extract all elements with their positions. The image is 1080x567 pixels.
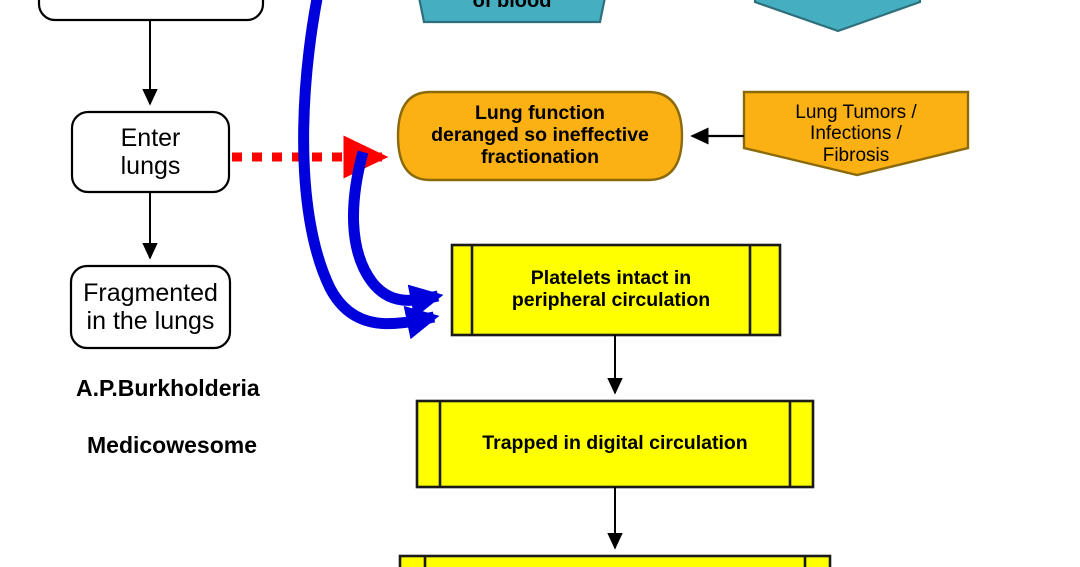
teal-chevron-shape bbox=[753, 0, 922, 33]
bottom-box bbox=[398, 554, 832, 567]
trapped-digital-box bbox=[415, 399, 815, 489]
of-blood-trapezoid bbox=[418, 0, 606, 24]
lung-function-hexagon bbox=[396, 90, 684, 182]
top-left-box bbox=[37, 0, 265, 22]
outer-blue-curve-arrow bbox=[298, 0, 440, 340]
source-caption: Medicowesome bbox=[87, 432, 257, 458]
enter-lungs-box bbox=[70, 110, 231, 194]
fragmented-in-lungs-box bbox=[69, 264, 232, 350]
author-caption: A.P.Burkholderia bbox=[76, 375, 260, 401]
platelets-intact-box bbox=[450, 243, 782, 337]
inner-blue-curve-arrow bbox=[348, 150, 444, 319]
lung-tumors-pentagon bbox=[742, 90, 970, 177]
